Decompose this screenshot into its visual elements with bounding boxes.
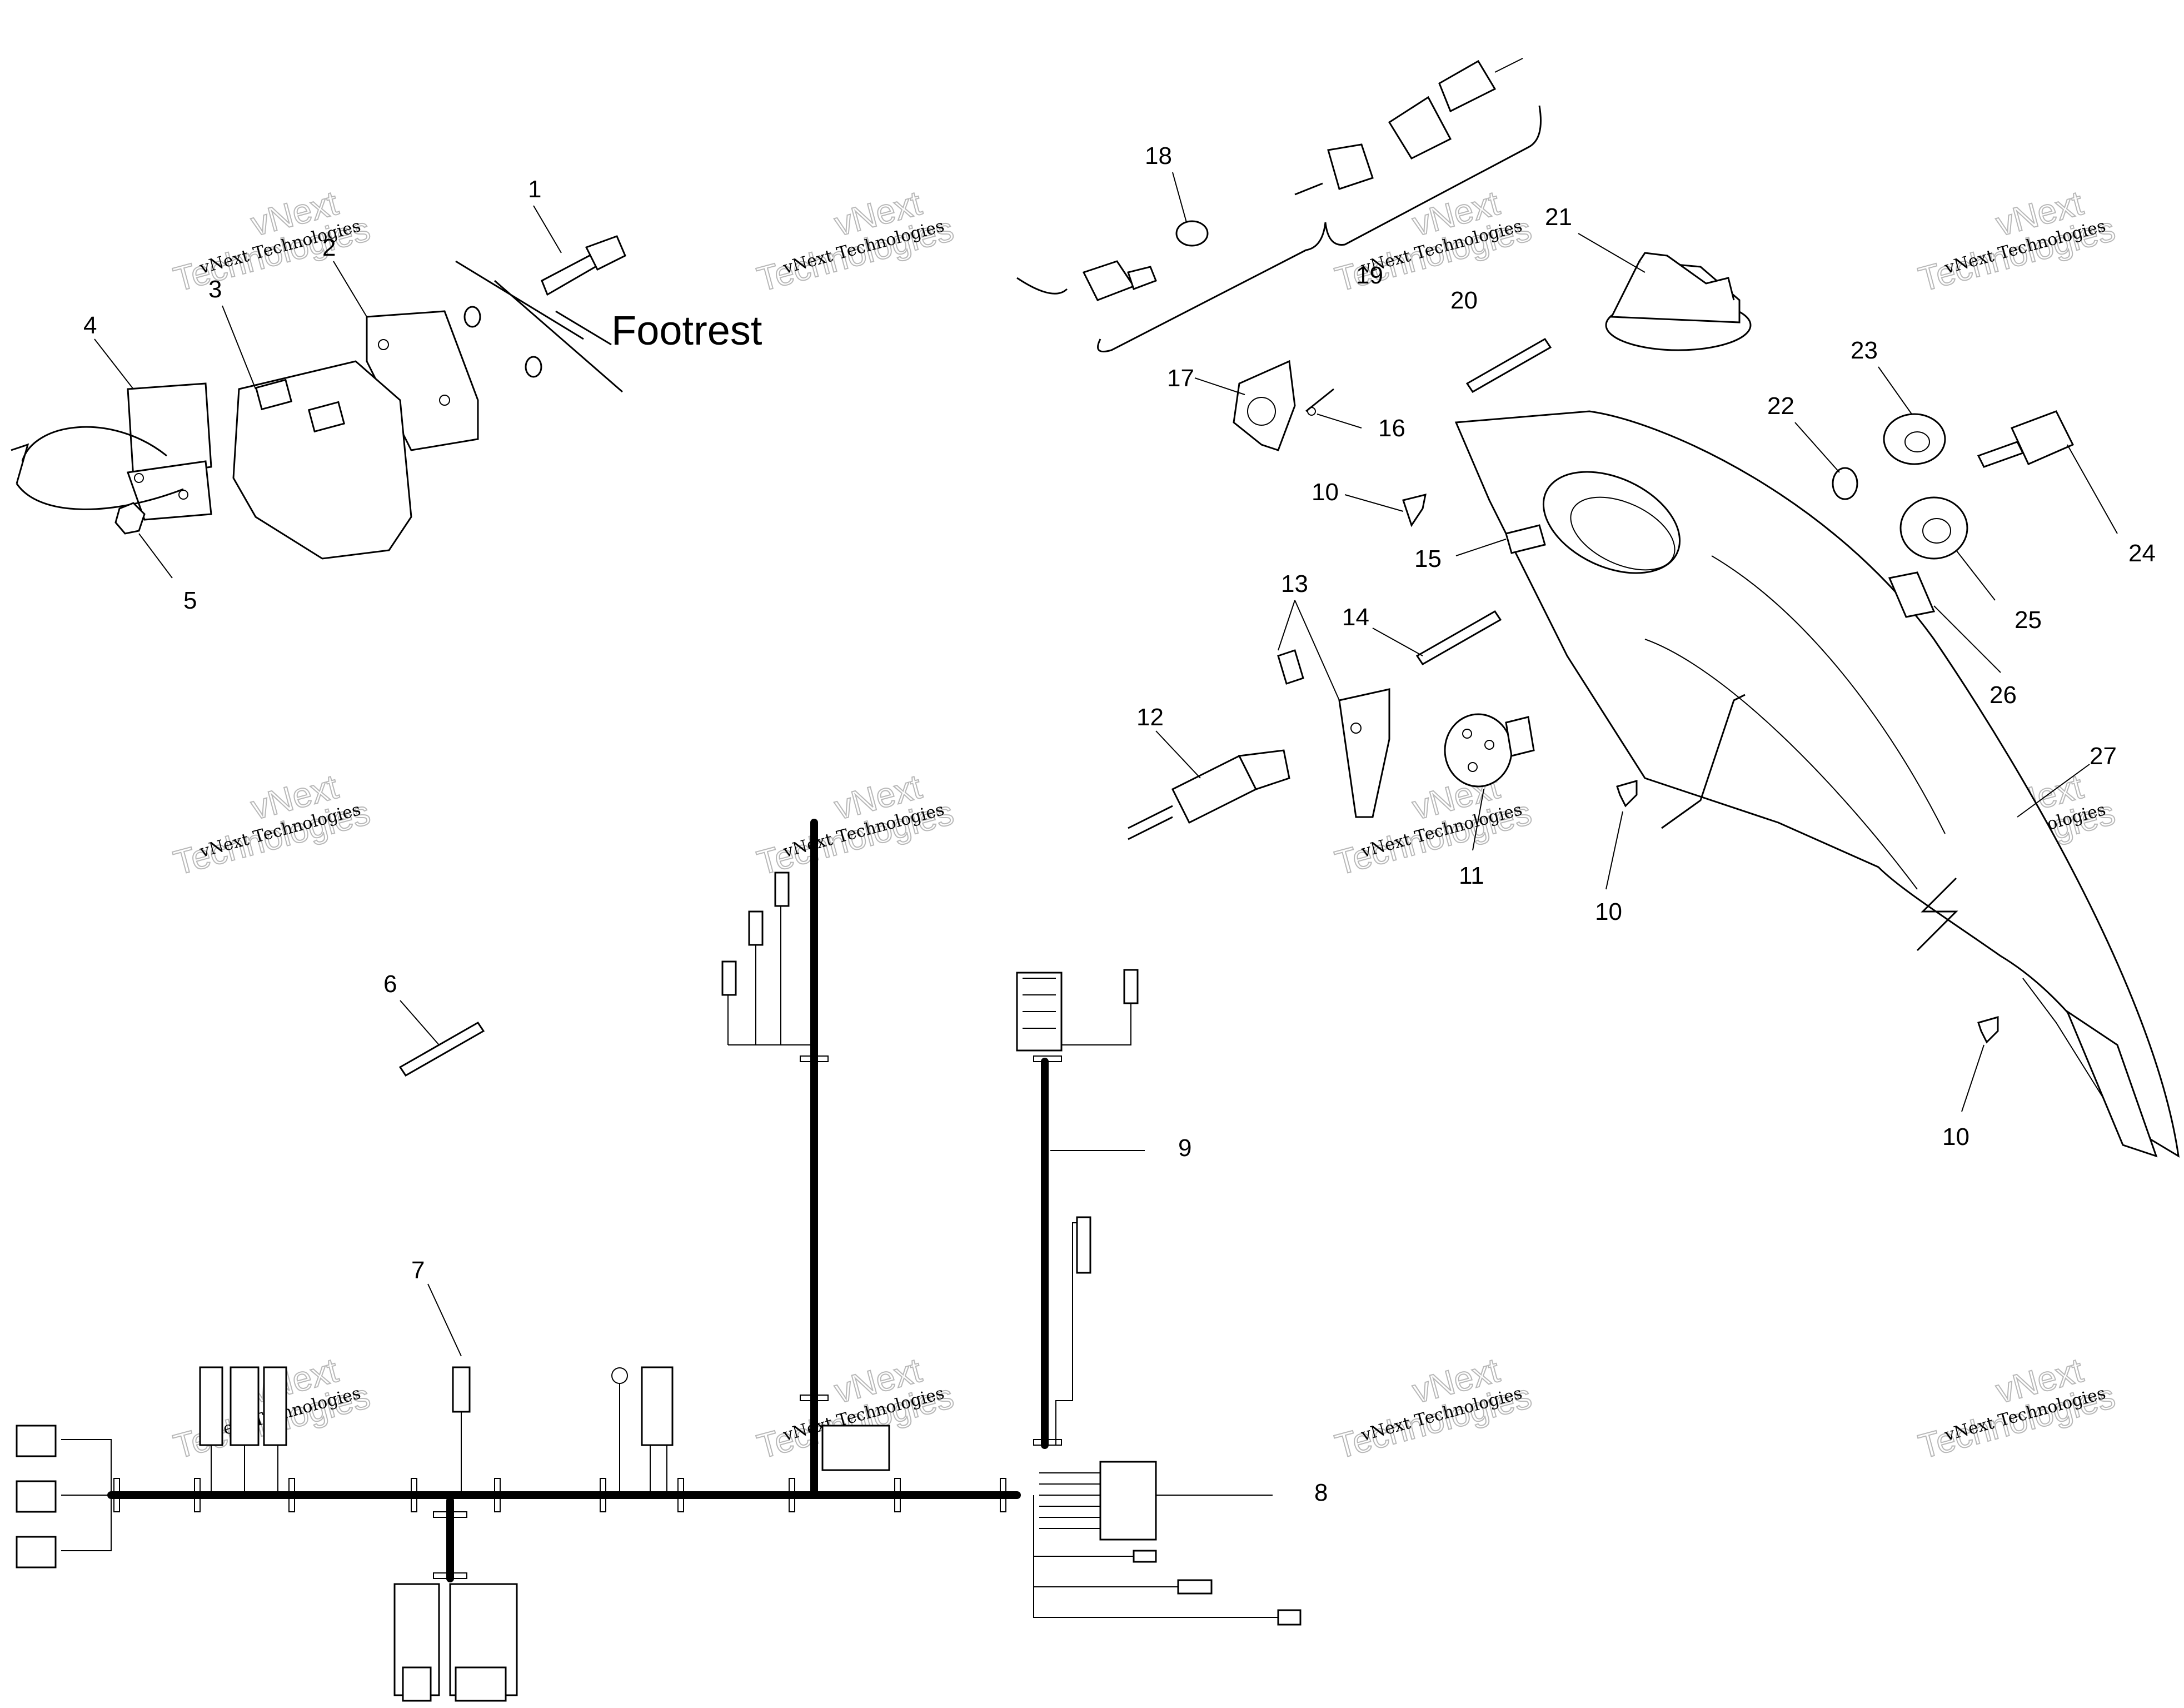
cable-tie: [1465, 338, 1552, 393]
watermark: Technologies vNext vNext Technologies: [1914, 1351, 2120, 1467]
connector: [16, 1536, 57, 1568]
watermark: Technologies vNext vNext Technologies: [1331, 183, 1536, 300]
connector: [452, 1366, 471, 1413]
callout-5: 5: [183, 587, 197, 614]
watermark: Technologies vNext vNext Technologies: [753, 767, 958, 883]
washer: [1175, 220, 1209, 247]
main-connector: [1099, 1461, 1157, 1541]
callout-2: 2: [322, 234, 336, 261]
callout-23: 23: [1851, 337, 1878, 364]
watermark: Technologies vNext vNext Technologies: [169, 183, 375, 300]
callout-10: 10: [1595, 898, 1622, 925]
bolt: [541, 235, 626, 296]
watermark: Technologies vNext vNext Technologies: [1914, 183, 2120, 300]
washer: [463, 306, 481, 328]
choke-cable: [1128, 749, 1290, 840]
callout-1: 1: [528, 176, 541, 203]
callout-18: 18: [1145, 142, 1172, 170]
watermark: Technologies vNext vNext Technologies: [1331, 1351, 1536, 1467]
small-parts: [398, 338, 2075, 1077]
wiring-harness: [16, 819, 1302, 1702]
choke-handle: [1338, 688, 1390, 818]
pin: [1277, 649, 1304, 685]
boot-nut: [1327, 143, 1374, 190]
grommet: [1899, 496, 1968, 560]
callout-14: 14: [1342, 604, 1369, 631]
brake-switch-group: [1016, 58, 1542, 352]
cable-tie: [398, 1022, 485, 1077]
screw: [1402, 493, 1427, 527]
nut: [1832, 467, 1858, 500]
rectifier: [127, 382, 212, 479]
footrest-label: Footrest: [611, 307, 762, 353]
nut: [114, 502, 146, 535]
regulator-body: [232, 360, 412, 560]
brake-switch: [1082, 260, 1135, 301]
screw: [1616, 780, 1638, 808]
switch-boot: [1388, 96, 1452, 160]
callout-26: 26: [1989, 681, 2017, 709]
callout-7: 7: [411, 1257, 425, 1284]
washer: [525, 356, 542, 378]
callout-22: 22: [1767, 392, 1794, 420]
callout-6: 6: [383, 970, 397, 998]
callout-8: 8: [1314, 1479, 1328, 1506]
leader-lines: [94, 172, 2118, 1496]
ignition-key: [1977, 410, 2075, 468]
callout-labels: 1 2 3 4 5 6 7 8 9 10 10 10 11 12 13 14 1…: [83, 142, 2156, 1506]
switch: [1888, 571, 1936, 618]
dash-cap: [1605, 252, 1752, 351]
watermark: Technologies vNext vNext Technologies: [753, 183, 958, 300]
footrest-assembly: [11, 235, 626, 560]
callout-17: 17: [1167, 365, 1194, 392]
cable-tie: [1415, 610, 1502, 665]
connector: [16, 1425, 57, 1457]
connector: [16, 1480, 57, 1513]
callout-13: 13: [1281, 570, 1308, 597]
callout-25: 25: [2015, 606, 2042, 634]
callout-24: 24: [2128, 540, 2156, 567]
callout-10: 10: [1942, 1123, 1969, 1151]
callout-9: 9: [1178, 1134, 1191, 1162]
headlight-pod: [1454, 410, 2180, 1158]
grommet: [1883, 413, 1946, 465]
callout-20: 20: [1450, 287, 1478, 314]
watermark: Technologies vNext vNext Technologies: [169, 767, 375, 883]
callout-21: 21: [1545, 203, 1572, 231]
screw: [1977, 1016, 1999, 1044]
bracket: [1233, 360, 1296, 451]
callout-4: 4: [83, 312, 97, 339]
callout-10: 10: [1312, 479, 1339, 506]
callout-3: 3: [208, 276, 222, 303]
clip: [1505, 524, 1546, 554]
callout-27: 27: [2090, 743, 2117, 770]
callout-16: 16: [1378, 415, 1405, 442]
callout-19: 19: [1356, 262, 1383, 289]
callout-15: 15: [1414, 545, 1442, 572]
callout-12: 12: [1136, 704, 1164, 731]
ignition-switch: [1444, 713, 1535, 788]
callout-11: 11: [1459, 862, 1484, 889]
